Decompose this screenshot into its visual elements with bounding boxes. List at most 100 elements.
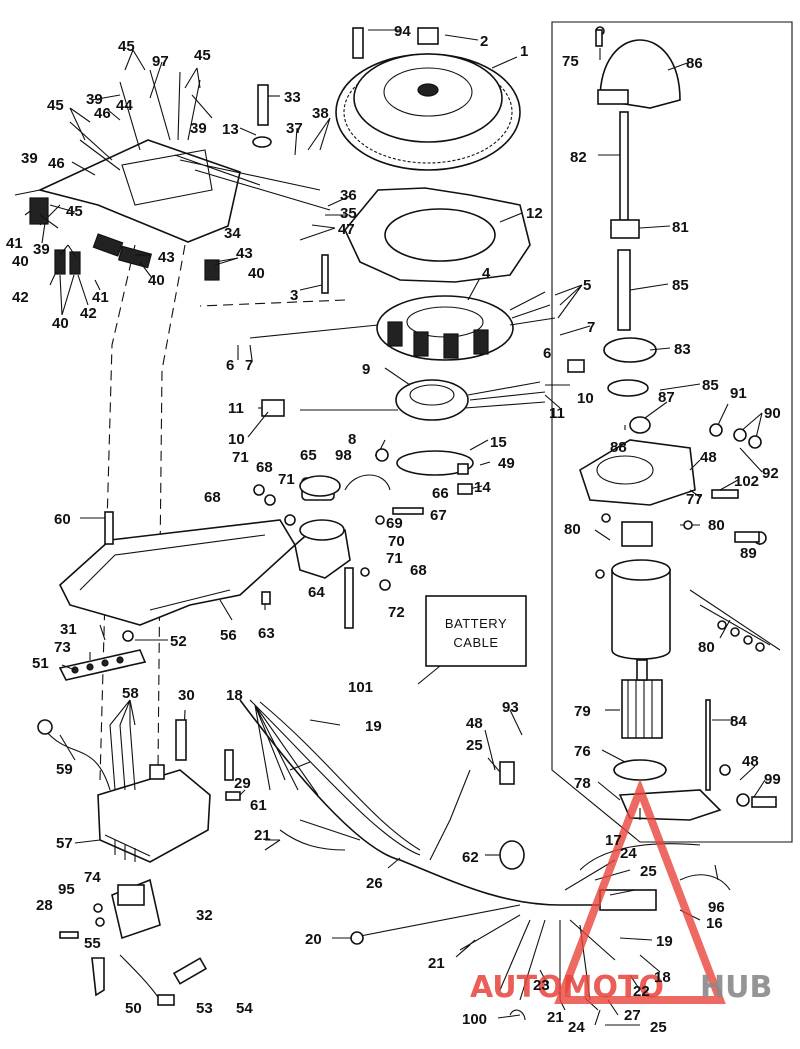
callout-42b: 42 <box>80 305 97 322</box>
callout-68a: 68 <box>204 489 221 506</box>
callout-48c: 48 <box>742 753 759 770</box>
callout-88: 88 <box>610 439 627 456</box>
starter-brush-plate <box>621 521 653 547</box>
callout-85b: 85 <box>702 377 719 394</box>
callout-49: 49 <box>498 455 515 472</box>
callout-76: 76 <box>574 743 591 760</box>
callout-71c: 71 <box>386 550 403 567</box>
spark-plug-boots <box>29 69 220 281</box>
callout-16: 16 <box>706 915 723 932</box>
callout-90: 90 <box>764 405 781 422</box>
callout-94: 94 <box>394 23 411 40</box>
callout-32: 32 <box>196 907 213 924</box>
callout-50: 50 <box>125 1000 142 1017</box>
callout-96: 96 <box>708 899 725 916</box>
callout-12: 12 <box>526 205 543 222</box>
watermark-text-2: HUB <box>700 970 772 1005</box>
callout-85a: 85 <box>672 277 689 294</box>
callout-22: 22 <box>633 983 650 1000</box>
callout-79: 79 <box>574 703 591 720</box>
callout-46b: 46 <box>48 155 65 172</box>
battery-cable-label-1: BATTERY <box>445 616 507 631</box>
callout-39d: 39 <box>33 241 50 258</box>
callout-66: 66 <box>432 485 449 502</box>
callout-42a: 42 <box>12 289 29 306</box>
starter-drive-shaft <box>603 111 657 434</box>
callout-62: 62 <box>462 849 479 866</box>
callout-82: 82 <box>570 149 587 166</box>
hardware-fasteners <box>59 26 777 1021</box>
callout-30: 30 <box>178 687 195 704</box>
callout-48a: 48 <box>466 715 483 732</box>
callout-80b: 80 <box>708 517 725 534</box>
callout-65: 65 <box>300 447 317 464</box>
callout-18b: 18 <box>654 969 671 986</box>
callout-25c: 25 <box>650 1019 667 1036</box>
callout-98: 98 <box>335 447 352 464</box>
callout-19a: 19 <box>365 718 382 735</box>
watermark-triangle <box>554 778 726 1004</box>
callout-23: 23 <box>533 977 550 994</box>
callout-33: 33 <box>284 89 301 106</box>
callout-45c: 45 <box>47 97 64 114</box>
callout-26: 26 <box>366 875 383 892</box>
power-pack <box>14 139 331 243</box>
callout-69: 69 <box>386 515 403 532</box>
callout-24b: 24 <box>568 1019 585 1036</box>
callout-41b: 41 <box>92 289 109 306</box>
callout-18a: 18 <box>226 687 243 704</box>
callout-21c: 21 <box>547 1009 564 1026</box>
alignment-line-left <box>99 244 136 781</box>
callout-56: 56 <box>220 627 237 644</box>
battery-cable-box <box>425 595 527 667</box>
rectifier <box>97 764 211 863</box>
bolts-top <box>252 27 364 294</box>
callout-67: 67 <box>430 507 447 524</box>
callout-25b: 25 <box>640 863 657 880</box>
callout-68b: 68 <box>256 459 273 476</box>
callout-58: 58 <box>122 685 139 702</box>
callout-11a: 11 <box>228 400 244 417</box>
callout-31: 31 <box>60 621 77 638</box>
callout-39c: 39 <box>21 150 38 167</box>
callout-63: 63 <box>258 625 275 642</box>
callout-93: 93 <box>502 699 519 716</box>
callout-7a: 7 <box>245 357 253 374</box>
callout-labels: 1 2 3 4 5 6 6 7 7 8 9 10 10 11 11 12 13 … <box>6 23 781 1036</box>
callout-100: 100 <box>462 1011 487 1028</box>
callout-44: 44 <box>116 97 133 114</box>
callout-73: 73 <box>54 639 71 656</box>
callout-78: 78 <box>574 775 591 792</box>
callout-99: 99 <box>764 771 781 788</box>
callout-40d: 40 <box>52 315 69 332</box>
callout-14: 14 <box>474 479 491 496</box>
retainer-ring <box>396 450 474 476</box>
callout-71a: 71 <box>232 449 249 466</box>
callout-52: 52 <box>170 633 187 650</box>
starter-brush-springs <box>689 589 781 652</box>
callout-13: 13 <box>222 121 239 138</box>
alignment-line-right <box>157 244 186 771</box>
callout-45a: 45 <box>118 38 135 55</box>
mounting-bracket <box>59 519 297 626</box>
callout-40c: 40 <box>248 265 265 282</box>
callout-37: 37 <box>286 120 303 137</box>
alignment-line-flywheel <box>199 299 346 307</box>
callout-45b: 45 <box>194 47 211 64</box>
timer-base <box>261 359 585 421</box>
callout-68c: 68 <box>410 562 427 579</box>
callout-89: 89 <box>740 545 757 562</box>
callout-39b: 39 <box>190 120 207 137</box>
callout-51: 51 <box>32 655 49 672</box>
callout-70: 70 <box>388 533 405 550</box>
starter-armature-housing <box>611 559 671 660</box>
callout-4: 4 <box>482 265 491 282</box>
callout-19b: 19 <box>656 933 673 950</box>
starter-armature <box>621 659 663 739</box>
terminal-block <box>58 649 147 681</box>
callout-75: 75 <box>562 53 579 70</box>
callout-53: 53 <box>196 1000 213 1017</box>
callout-6a: 6 <box>226 357 234 374</box>
callout-21b: 21 <box>428 955 445 972</box>
